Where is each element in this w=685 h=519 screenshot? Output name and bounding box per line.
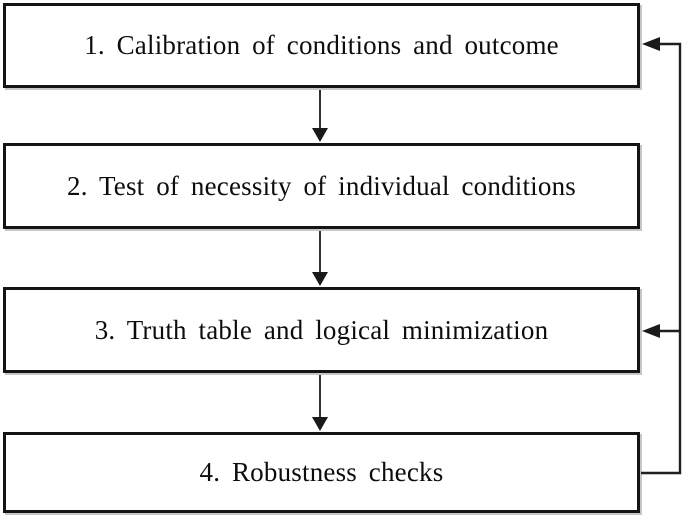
flow-box-robustness-checks: 4. Robustness checks bbox=[3, 432, 640, 513]
arrow-box2-to-box3 bbox=[312, 231, 328, 286]
down-arrowhead-icon bbox=[312, 417, 328, 431]
left-arrowhead-icon bbox=[642, 37, 660, 51]
flow-box-calibration: 1. Calibration of conditions and outcome bbox=[3, 3, 640, 88]
left-arrowhead-icon bbox=[642, 324, 660, 338]
down-arrowhead-icon bbox=[312, 128, 328, 142]
arrow-box1-to-box2 bbox=[312, 90, 328, 142]
feedback-loop-box4 bbox=[641, 42, 682, 475]
flow-box-truth-table: 3. Truth table and logical minimization bbox=[3, 287, 640, 373]
flow-box-necessity-test-label: 2. Test of necessity of individual condi… bbox=[67, 170, 576, 201]
flow-box-necessity-test: 2. Test of necessity of individual condi… bbox=[3, 143, 640, 229]
flow-box-truth-table-label: 3. Truth table and logical minimization bbox=[94, 314, 549, 345]
down-arrowhead-icon bbox=[312, 272, 328, 286]
arrow-box3-to-box4 bbox=[312, 375, 328, 431]
feedback-line-main bbox=[641, 42, 682, 475]
flow-box-robustness-checks-label: 4. Robustness checks bbox=[199, 457, 444, 487]
flow-box-calibration-label: 1. Calibration of conditions and outcome bbox=[84, 30, 559, 60]
